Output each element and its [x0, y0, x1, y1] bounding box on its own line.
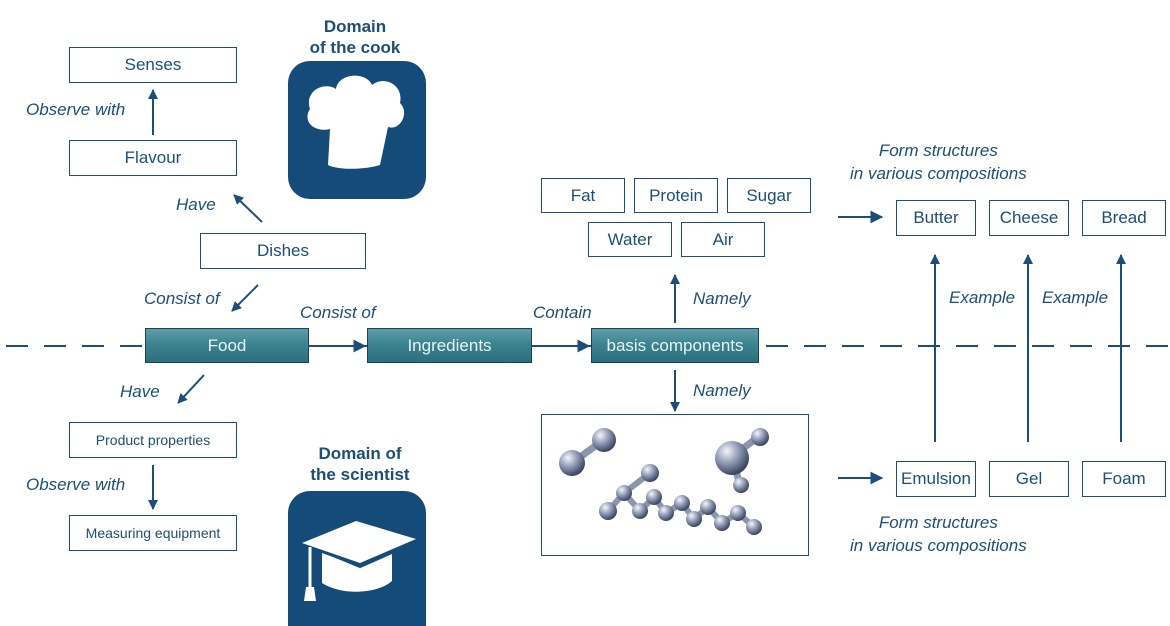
- arrow-food-properties: [177, 374, 205, 404]
- observe-with-label-cook: Observe with: [26, 100, 126, 119]
- example-label-1: Example: [949, 288, 1016, 307]
- form-structures-top-line2: in various compositions: [850, 164, 1027, 183]
- graduation-cap-icon: [302, 521, 416, 601]
- chef-hat-icon: [307, 75, 405, 169]
- scientist-domain-line1: Domain of: [318, 444, 402, 463]
- type-emulsion: Emulsion: [896, 461, 976, 497]
- dishes-box: Dishes: [200, 233, 366, 269]
- contain-label: Contain: [533, 303, 592, 322]
- form-structures-bottom-line1: Form structures: [878, 513, 998, 532]
- component-protein: Protein: [634, 178, 718, 213]
- namely-label-down: Namely: [693, 381, 751, 400]
- molecules-box: [541, 414, 809, 556]
- form-structures-top-line1: Form structures: [878, 141, 998, 160]
- have-label-cook: Have: [176, 195, 216, 214]
- example-label-2: Example: [1042, 288, 1109, 307]
- consist-of-label-food: Consist of: [300, 303, 376, 322]
- type-foam: Foam: [1082, 461, 1166, 497]
- form-structures-bottom-line2: in various compositions: [850, 536, 1027, 555]
- food-bread: Bread: [1082, 200, 1166, 236]
- basis-components-bar: basis components: [591, 328, 759, 363]
- component-fat: Fat: [541, 178, 625, 213]
- scientist-domain-heading: Domain of the scientist: [290, 443, 430, 485]
- product-properties-box: Product properties: [69, 422, 237, 458]
- consist-of-label-dishes: Consist of: [144, 289, 220, 308]
- type-gel: Gel: [989, 461, 1069, 497]
- arrow-dishes-flavour: [233, 194, 263, 223]
- food-cheese: Cheese: [989, 200, 1069, 236]
- component-water: Water: [588, 222, 672, 257]
- scientist-domain-tile: [288, 491, 426, 626]
- form-structures-caption-top: Form structures in various compositions: [850, 139, 1027, 185]
- molecules-illustration: [559, 428, 769, 535]
- observe-with-label-scientist: Observe with: [26, 475, 126, 494]
- molecule-chain: [599, 464, 762, 535]
- food-butter: Butter: [896, 200, 976, 236]
- component-sugar: Sugar: [727, 178, 811, 213]
- form-structures-caption-bottom: Form structures in various compositions: [850, 511, 1027, 557]
- cook-domain-line2: of the cook: [309, 38, 401, 57]
- cook-domain-tile: [288, 61, 426, 199]
- flavour-box: Flavour: [69, 140, 237, 176]
- food-bar: Food: [145, 328, 309, 363]
- ingredients-bar: Ingredients: [367, 328, 532, 363]
- cook-domain-heading: Domain of the cook: [290, 16, 420, 58]
- arrow-dishes-food: [231, 284, 259, 312]
- scientist-domain-line2: the scientist: [310, 465, 410, 484]
- measuring-equipment-box: Measuring equipment: [69, 515, 237, 551]
- cook-domain-line1: Domain: [323, 17, 387, 36]
- have-label-scientist: Have: [120, 382, 160, 401]
- namely-label-up: Namely: [693, 289, 751, 308]
- senses-box: Senses: [69, 47, 237, 83]
- component-air: Air: [681, 222, 765, 257]
